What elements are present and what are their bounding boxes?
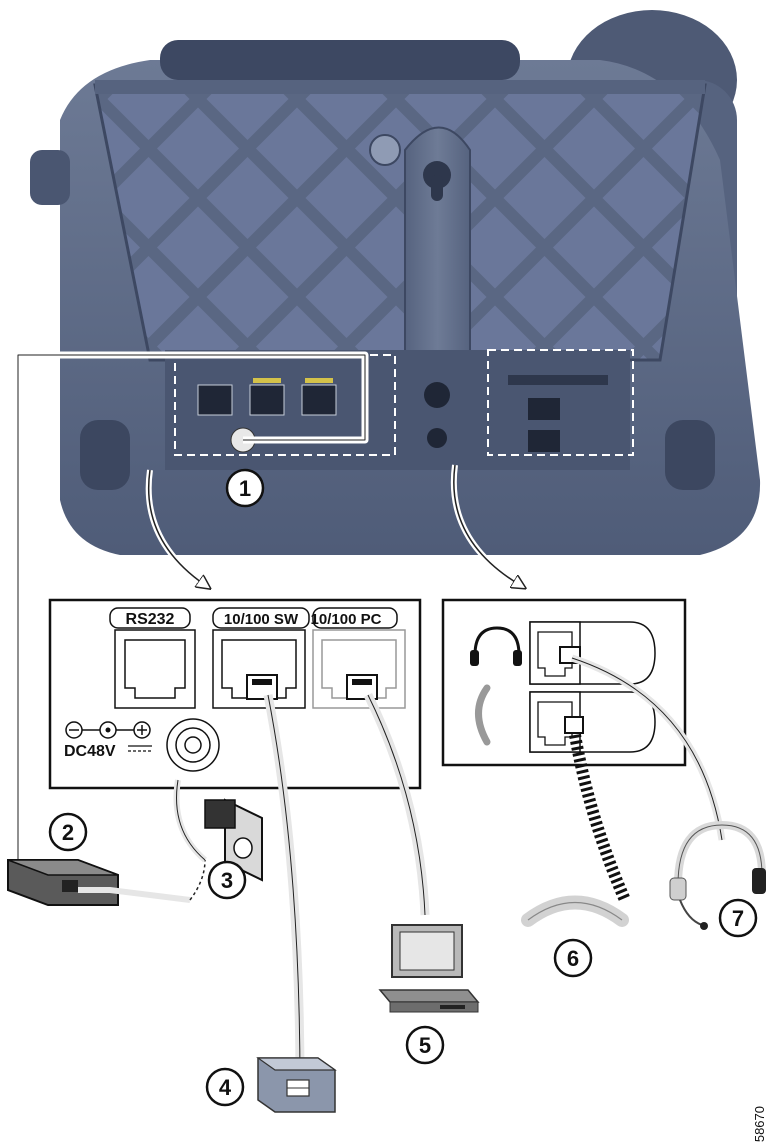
callout-3: 3 — [207, 860, 247, 900]
callout-7: 7 — [718, 898, 758, 938]
headset-handset-panel — [441, 598, 687, 767]
callout-5: 5 — [405, 1025, 445, 1065]
callout-1: 1 — [225, 468, 265, 508]
rs232-label: RS232 — [126, 611, 175, 628]
svg-text:2: 2 — [62, 820, 74, 845]
phone-port-area — [165, 349, 634, 470]
pc-label: 10/100 PC — [311, 611, 382, 628]
computer-icon — [378, 924, 480, 1013]
port-detail-panel: RS232 10/100 SW 10/100 PC DC48V — [48, 598, 422, 790]
headset-icon — [470, 626, 522, 666]
handset-coil-cord — [569, 733, 631, 903]
callout-2: 2 — [48, 812, 88, 852]
polarity-symbol — [65, 721, 151, 739]
svg-text:7: 7 — [732, 906, 744, 931]
handset-icon-large — [521, 895, 629, 927]
svg-text:5: 5 — [419, 1033, 431, 1058]
callout-6: 6 — [553, 938, 593, 978]
network-switch-icon — [256, 1057, 337, 1113]
headset-device-icon — [669, 820, 766, 930]
svg-text:1: 1 — [239, 476, 251, 501]
figure-id: 58670 — [752, 1106, 767, 1142]
svg-text:6: 6 — [567, 946, 579, 971]
callout-4: 4 — [205, 1067, 245, 1107]
handset-icon — [475, 684, 491, 746]
svg-text:4: 4 — [219, 1075, 232, 1100]
svg-text:3: 3 — [221, 868, 233, 893]
power-adapter — [7, 859, 206, 906]
wall-outlet — [173, 779, 263, 882]
sw-label: 10/100 SW — [224, 611, 299, 628]
dc48v-label: DC48V — [64, 743, 116, 760]
phone-stand — [93, 80, 707, 362]
